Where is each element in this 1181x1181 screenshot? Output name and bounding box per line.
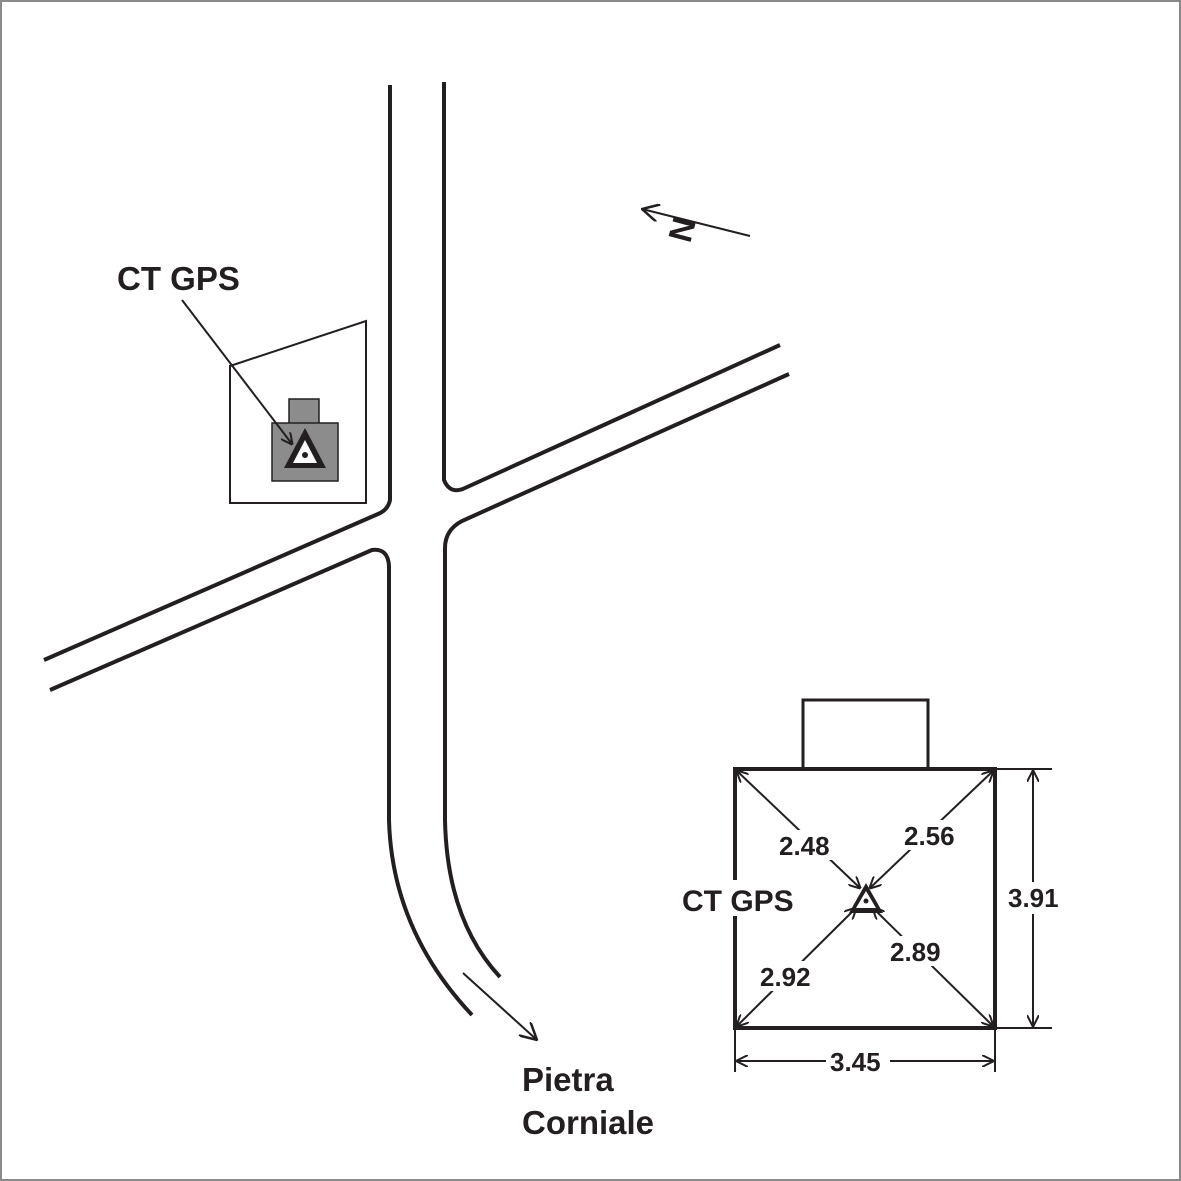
detail-station-label: CT GPS bbox=[682, 885, 794, 918]
property-plot-outline bbox=[229, 319, 367, 504]
detail-benchmark-triangle-icon bbox=[849, 883, 883, 913]
distance-label-bottom-left: 2.92 bbox=[760, 962, 811, 992]
road-vertical-left-upper bbox=[43, 85, 392, 662]
road-network bbox=[43, 82, 790, 1017]
map-station-label: CT GPS bbox=[117, 260, 240, 297]
width-label: 3.45 bbox=[830, 1047, 881, 1077]
road-diagonal-lower bbox=[49, 547, 474, 1017]
distance-arrow-bottom-right bbox=[873, 908, 993, 1026]
road-vertical-right-upper bbox=[442, 82, 781, 493]
destination-label-line1: Pietra bbox=[522, 1061, 614, 1098]
north-arrow-line bbox=[642, 209, 751, 237]
detail-view: 2.48 2.56 2.92 2.89 CT GPS 3.91 3.45 bbox=[681, 698, 1068, 1077]
distance-arrow-top-left bbox=[737, 771, 860, 888]
building-annex bbox=[288, 398, 320, 426]
detail-annex-outline bbox=[801, 698, 930, 771]
distance-label-top-right: 2.56 bbox=[904, 821, 955, 851]
distance-label-top-left: 2.48 bbox=[779, 831, 830, 861]
benchmark-triangle-icon bbox=[284, 428, 326, 468]
height-label: 3.91 bbox=[1008, 883, 1059, 913]
north-arrow: N bbox=[642, 209, 751, 246]
destination-label-line2: Corniale bbox=[522, 1104, 654, 1141]
map-station-pointer bbox=[181, 299, 292, 444]
road-vertical-right-lower bbox=[443, 372, 790, 979]
distance-label-bottom-right: 2.89 bbox=[890, 937, 941, 967]
destination-arrow bbox=[462, 972, 537, 1040]
north-symbol: N bbox=[661, 213, 703, 246]
